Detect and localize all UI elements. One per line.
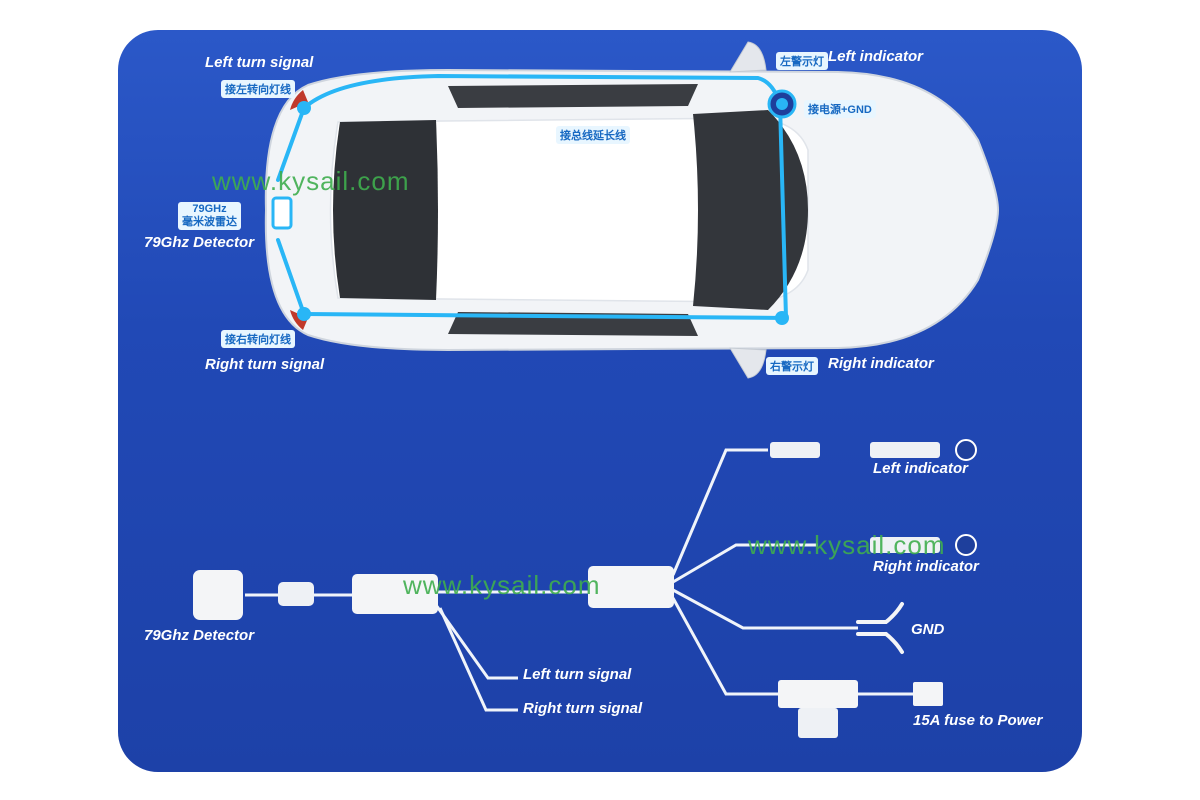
watermark-right: www.kysail.com [748, 530, 946, 560]
watermark-top: www.kysail.com [212, 166, 410, 196]
right-mirror [729, 347, 767, 379]
left-indicator-wire [671, 448, 768, 576]
main-connector [588, 566, 674, 608]
left-turn-signal-point [297, 101, 311, 115]
right-signal-branch [276, 238, 306, 316]
right-indicator-cn-tag: 右警示灯 [766, 357, 818, 375]
right-indicator-socket [870, 537, 940, 553]
inline-ferrite [278, 582, 314, 606]
radar-cn-line2: 毫米波雷达 [182, 216, 237, 228]
wiring-diagram [193, 41, 1000, 738]
left-indicator-socket [870, 442, 940, 458]
harness-parts [193, 439, 977, 738]
left-taillight [290, 90, 308, 110]
right-turn-signal-cn-tag: 接右转向灯线 [221, 330, 295, 348]
car-left-turn-signal-label: Left turn signal [205, 54, 314, 71]
right-indicator-point [775, 311, 789, 325]
right-indicator-lamp-icon [955, 534, 977, 556]
left-indicator-cn-tag: 左警示灯 [776, 52, 828, 70]
gnd-wire [672, 588, 858, 630]
power-wire [671, 597, 788, 696]
radar-cn-line1: 79GHz [192, 203, 227, 215]
power-gnd-cn-tag: 接电源+GND [804, 100, 876, 118]
right-turn-wire [438, 607, 518, 712]
harness-detector-label: 79Ghz Detector [144, 627, 255, 644]
right-indicator-wire [672, 543, 818, 584]
harness-left-indicator-label: Left indicator [873, 460, 969, 477]
car-detector-label: 79Ghz Detector [144, 234, 255, 251]
gnd-fork-terminal [856, 602, 904, 654]
car-top-view [264, 41, 1000, 379]
left-signal-branch [276, 106, 306, 182]
power-gnd-dot [776, 98, 788, 110]
rear-window [333, 120, 438, 300]
fuse-cap [798, 708, 838, 738]
main-extension-cn-tag: 接总线延长线 [556, 126, 630, 144]
left-turn-wire [434, 604, 518, 680]
watermark-middle: www.kysail.com [403, 570, 601, 600]
left-side-window [448, 84, 698, 108]
car-right-indicator-label: Right indicator [828, 355, 934, 372]
right-turn-signal-point [297, 307, 311, 321]
left-indicator-plug [770, 442, 820, 458]
harness-left-turn-signal-label: Left turn signal [523, 666, 632, 683]
power-plug [913, 682, 943, 706]
right-taillight [290, 310, 308, 330]
splitter-box [352, 574, 438, 614]
left-indicator-lamp-icon [955, 439, 977, 461]
fuse-holder [778, 680, 858, 708]
harness-fuse-label: 15A fuse to Power [913, 712, 1043, 729]
radar-cn-tag: 79GHz 毫米波雷达 [178, 202, 241, 230]
car-right-turn-signal-label: Right turn signal [205, 356, 325, 373]
harness-right-turn-signal-label: Right turn signal [523, 700, 643, 717]
windshield [693, 110, 808, 310]
harness-gnd-label: GND [911, 621, 945, 638]
harness-right-indicator-label: Right indicator [873, 558, 979, 575]
harness [245, 448, 913, 712]
left-mirror [729, 41, 767, 73]
car-left-indicator-label: Left indicator [828, 48, 924, 65]
diagram-panel: Left turn signal 接左转向灯线 接总线延长线 左警示灯 Left… [118, 30, 1082, 772]
detector-unit [193, 570, 243, 620]
car-left-turn-signal-cn-tag: 接左转向灯线 [221, 80, 295, 98]
radar-module [271, 196, 293, 230]
